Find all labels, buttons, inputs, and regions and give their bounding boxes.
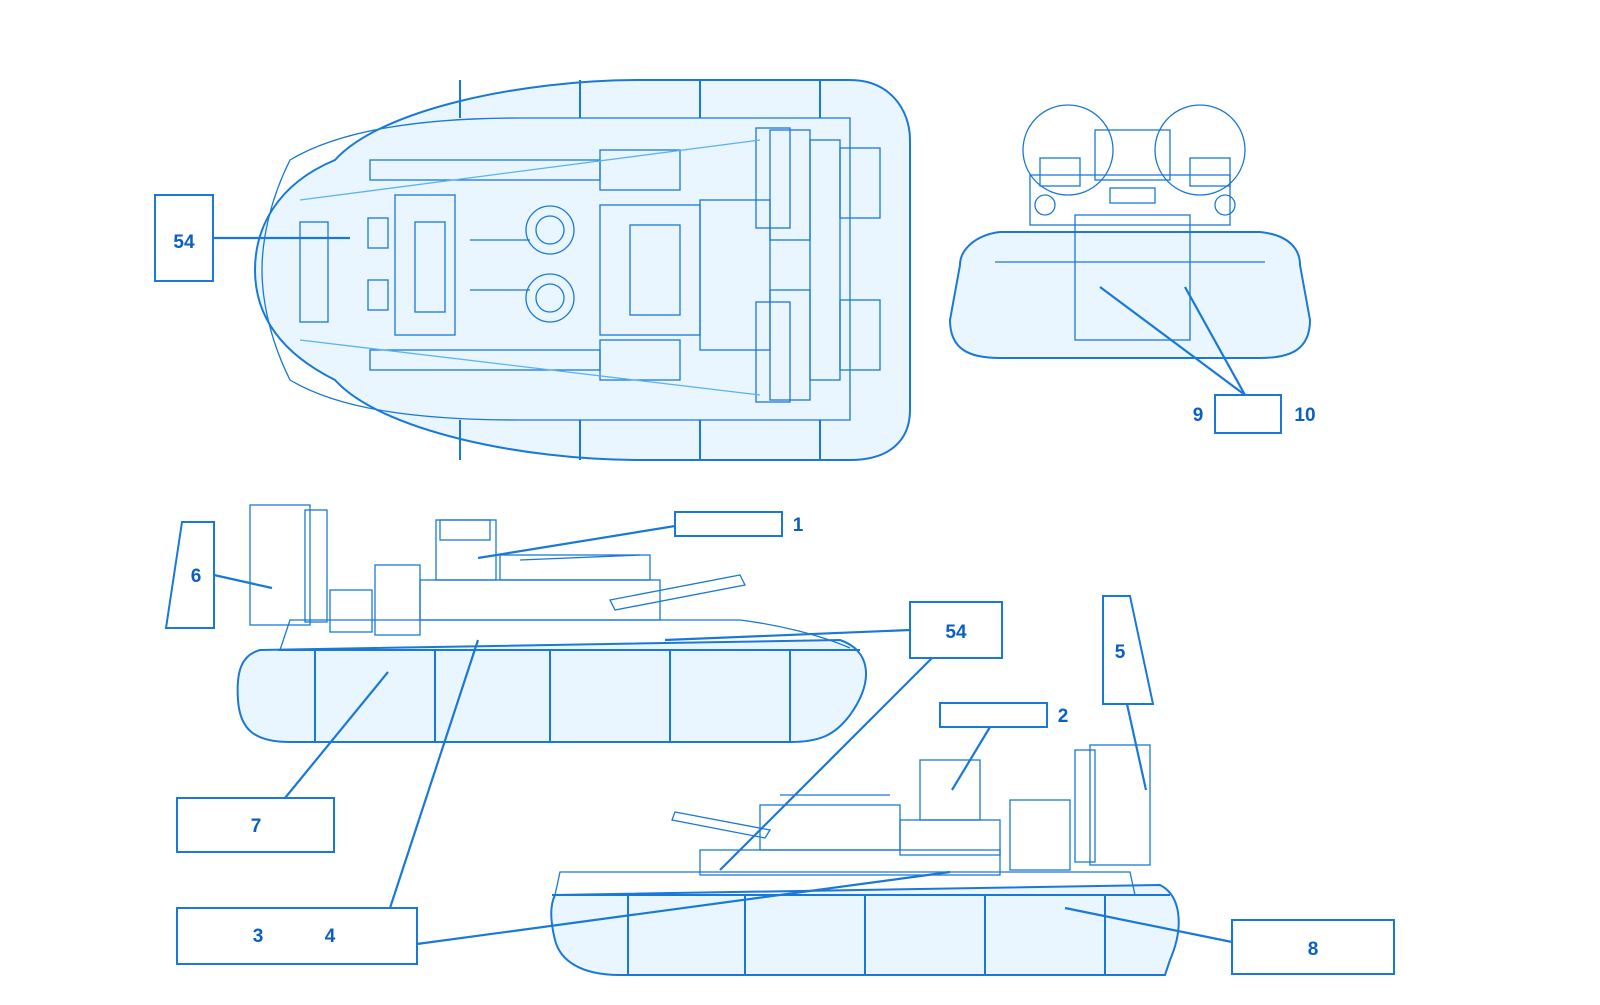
top-view xyxy=(253,79,911,461)
label-5: 5 xyxy=(1115,642,1126,663)
front-callout-9-10: 9 10 xyxy=(1099,286,1316,434)
label-1: 1 xyxy=(793,515,804,536)
front-view xyxy=(948,104,1312,359)
label-9: 9 xyxy=(1193,405,1204,426)
side2-callouts: 2 5 3 4 8 xyxy=(176,595,1395,975)
side1-callouts: 1 6 54 7 xyxy=(164,511,1003,909)
label-7: 7 xyxy=(251,816,262,837)
side-view-left-profile xyxy=(236,504,867,743)
label-2: 2 xyxy=(1058,706,1069,727)
label-4: 4 xyxy=(325,926,336,947)
label-6: 6 xyxy=(191,566,202,587)
label-10: 10 xyxy=(1294,405,1315,426)
side-view-right-profile xyxy=(550,744,1180,976)
label-54-top: 54 xyxy=(173,232,195,253)
label-3: 3 xyxy=(253,926,264,947)
label-8: 8 xyxy=(1308,939,1319,960)
label-54-side: 54 xyxy=(945,622,967,643)
top-callout-54: 54 xyxy=(154,194,350,282)
